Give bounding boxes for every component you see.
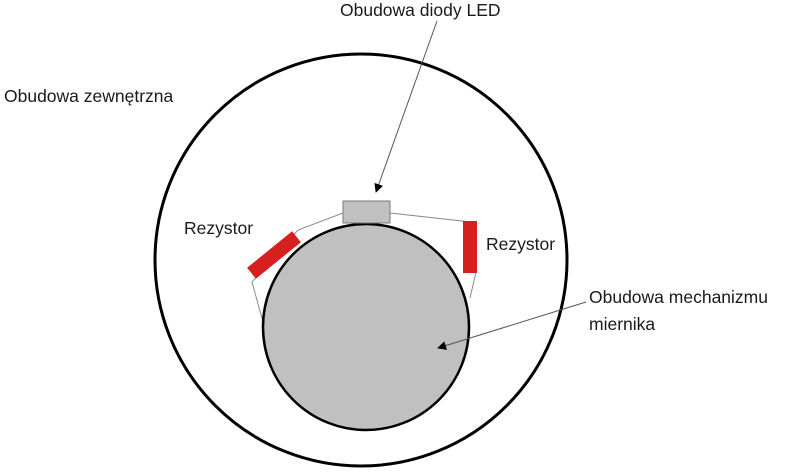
resistor-left-rect bbox=[247, 231, 301, 279]
outer-housing-circle bbox=[153, 52, 569, 468]
resistor-right-label: Rezystor bbox=[486, 234, 555, 254]
meter-housing-label-line2: miernika bbox=[589, 314, 655, 334]
led-arrow bbox=[374, 20, 438, 193]
resistor-right-rect bbox=[463, 221, 477, 273]
meter-housing-label-line1: Obudowa mechanizmu bbox=[589, 287, 768, 307]
outer-housing-label: Obudowa zewnętrzna bbox=[4, 86, 174, 106]
led-housing-label: Obudowa diody LED bbox=[340, 0, 501, 20]
resistor-left-label: Rezystor bbox=[184, 218, 253, 238]
led-housing-rect bbox=[342, 200, 391, 224]
meter-housing-circle bbox=[261, 222, 471, 432]
meter-arrow bbox=[437, 301, 587, 350]
